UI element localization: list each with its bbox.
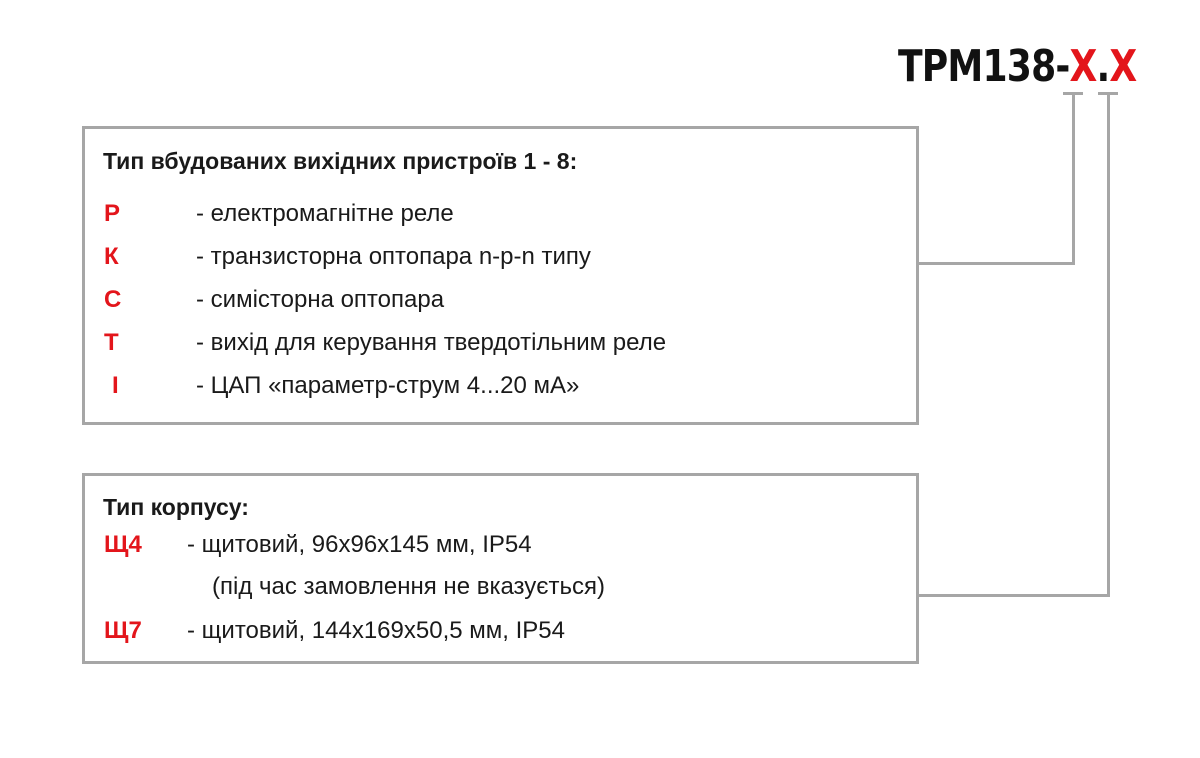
connector-output-vertical	[1072, 92, 1075, 265]
housing-code-sh7: Щ7	[104, 617, 142, 644]
output-code-relay: Р	[104, 200, 121, 227]
connector-output-horizontal	[916, 262, 1075, 265]
housing-code-sh4: Щ4	[104, 531, 142, 558]
output-desc-transistor: - транзисторна оптопара n-p-n типу	[196, 243, 591, 270]
output-code-ssr: Т	[104, 329, 119, 356]
model-code-housing: X	[1109, 41, 1137, 92]
connector-housing-vertical	[1107, 92, 1110, 597]
output-desc-ssr: - вихід для керування твердотільним реле	[196, 329, 667, 356]
model-prefix: ТРМ138-	[898, 41, 1070, 92]
output-desc-dac: - ЦАП «параметр-струм 4...20 мА»	[196, 372, 580, 399]
output-code-dac: І	[112, 372, 119, 399]
housing-desc-sh7: - щитовий, 144х169х50,5 мм, IP54	[187, 617, 565, 644]
output-types-heading: Тип вбудованих вихідних пристроїв 1 - 8:	[103, 148, 578, 174]
model-code-output: X	[1069, 41, 1098, 92]
connector-housing-horizontal	[916, 594, 1110, 597]
model-title: ТРМ138-X.X	[898, 41, 1137, 92]
output-desc-triac: - симісторна оптопара	[196, 286, 445, 313]
output-code-transistor: К	[104, 243, 119, 270]
housing-types-heading: Тип корпусу:	[103, 494, 249, 520]
output-code-triac: С	[104, 286, 122, 313]
housing-note-sh4: (під час замовлення не вказується)	[212, 573, 606, 600]
housing-types-box: Тип корпусу: Щ4 - щитовий, 96х96х145 мм,…	[82, 473, 919, 664]
output-types-box: Тип вбудованих вихідних пристроїв 1 - 8:…	[82, 126, 919, 425]
output-desc-relay: - електромагнітне реле	[196, 200, 454, 227]
model-separator: .	[1096, 41, 1111, 92]
housing-desc-sh4: - щитовий, 96х96х145 мм, IP54	[187, 531, 532, 558]
